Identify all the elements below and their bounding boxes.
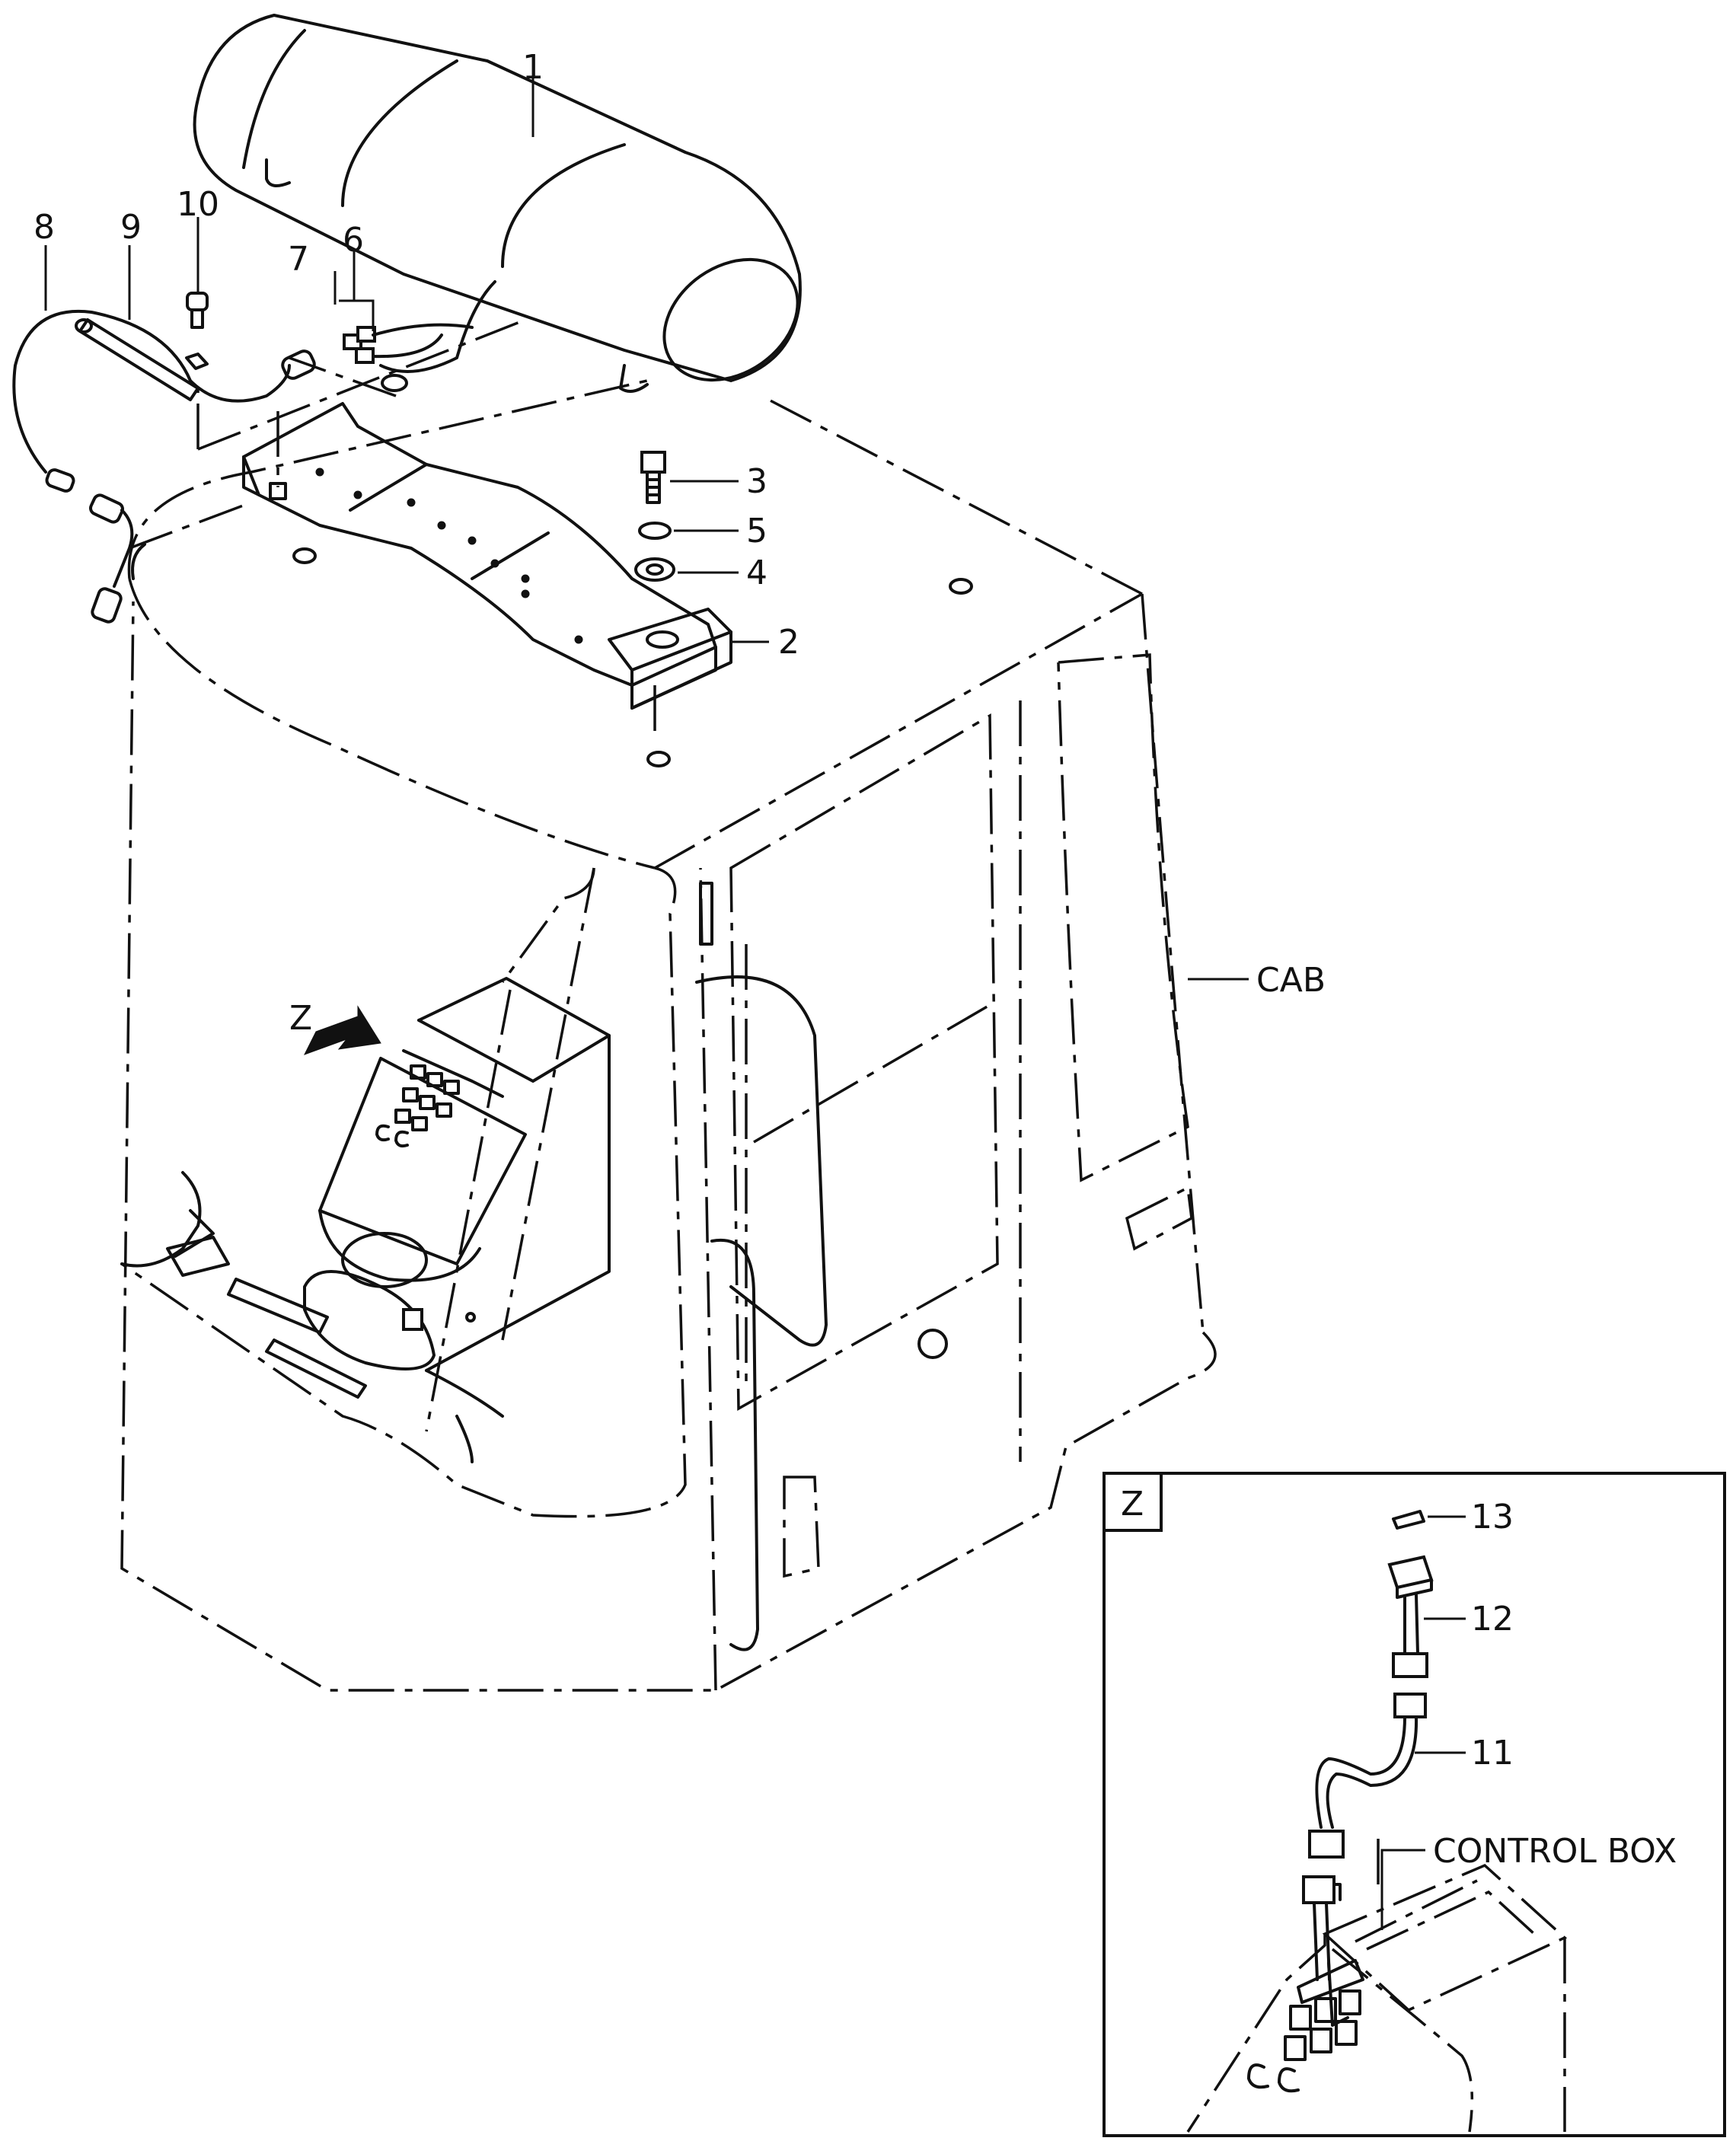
part-1-aircon-unit bbox=[193, 14, 802, 393]
callout-13: 13 bbox=[1471, 1498, 1514, 1536]
part-9-tube bbox=[75, 318, 199, 401]
callout-9: 9 bbox=[120, 208, 142, 247]
console-switch-grid bbox=[375, 1049, 504, 1148]
inset-title-box bbox=[1103, 1472, 1163, 1532]
part-13-label bbox=[1392, 1510, 1425, 1530]
part-12-switch bbox=[1387, 1555, 1434, 1678]
part-8-wire-harness bbox=[12, 309, 291, 624]
callout-7: 7 bbox=[288, 240, 309, 279]
part-2-bracket bbox=[608, 608, 732, 731]
interior-console bbox=[120, 977, 611, 1463]
part-5-spring-washer bbox=[638, 522, 672, 540]
callout-3: 3 bbox=[746, 462, 767, 501]
callout-6: 6 bbox=[343, 221, 364, 260]
cab-label: CAB bbox=[1256, 961, 1326, 1000]
callout-4: 4 bbox=[746, 554, 767, 592]
view-z-arrow bbox=[303, 1005, 381, 1055]
part-10-clip bbox=[185, 292, 209, 370]
roof-nuts bbox=[292, 374, 973, 767]
hidden-line-console-3 bbox=[501, 867, 595, 984]
roof-bracket bbox=[242, 402, 717, 710]
part-3-bolt bbox=[640, 451, 666, 504]
cab-outline bbox=[120, 379, 1217, 1692]
callout-1: 1 bbox=[522, 48, 544, 87]
hidden-line-console-1 bbox=[501, 867, 595, 1341]
control-box-label: CONTROL BOX bbox=[1433, 1832, 1677, 1871]
part-4-washer bbox=[634, 557, 675, 582]
callout-5: 5 bbox=[746, 512, 767, 550]
roof-hidden-lines bbox=[129, 318, 526, 550]
callout-11: 11 bbox=[1471, 1734, 1514, 1772]
control-box bbox=[1186, 1839, 1568, 2133]
grab-rail bbox=[695, 882, 828, 1651]
part-6-fittings bbox=[343, 280, 496, 373]
leader-lines bbox=[44, 78, 1249, 981]
inset-view-z: Z bbox=[1103, 1472, 1726, 2137]
part-11-harness bbox=[1308, 1693, 1427, 1859]
hidden-line-console-2 bbox=[425, 989, 512, 1432]
callout-12: 12 bbox=[1471, 1600, 1514, 1638]
callout-10: 10 bbox=[177, 185, 219, 224]
inset-title: Z bbox=[1121, 1485, 1144, 1524]
callout-8: 8 bbox=[34, 208, 55, 247]
view-z-arrow-label: Z bbox=[289, 999, 312, 1038]
callout-2: 2 bbox=[778, 623, 799, 662]
